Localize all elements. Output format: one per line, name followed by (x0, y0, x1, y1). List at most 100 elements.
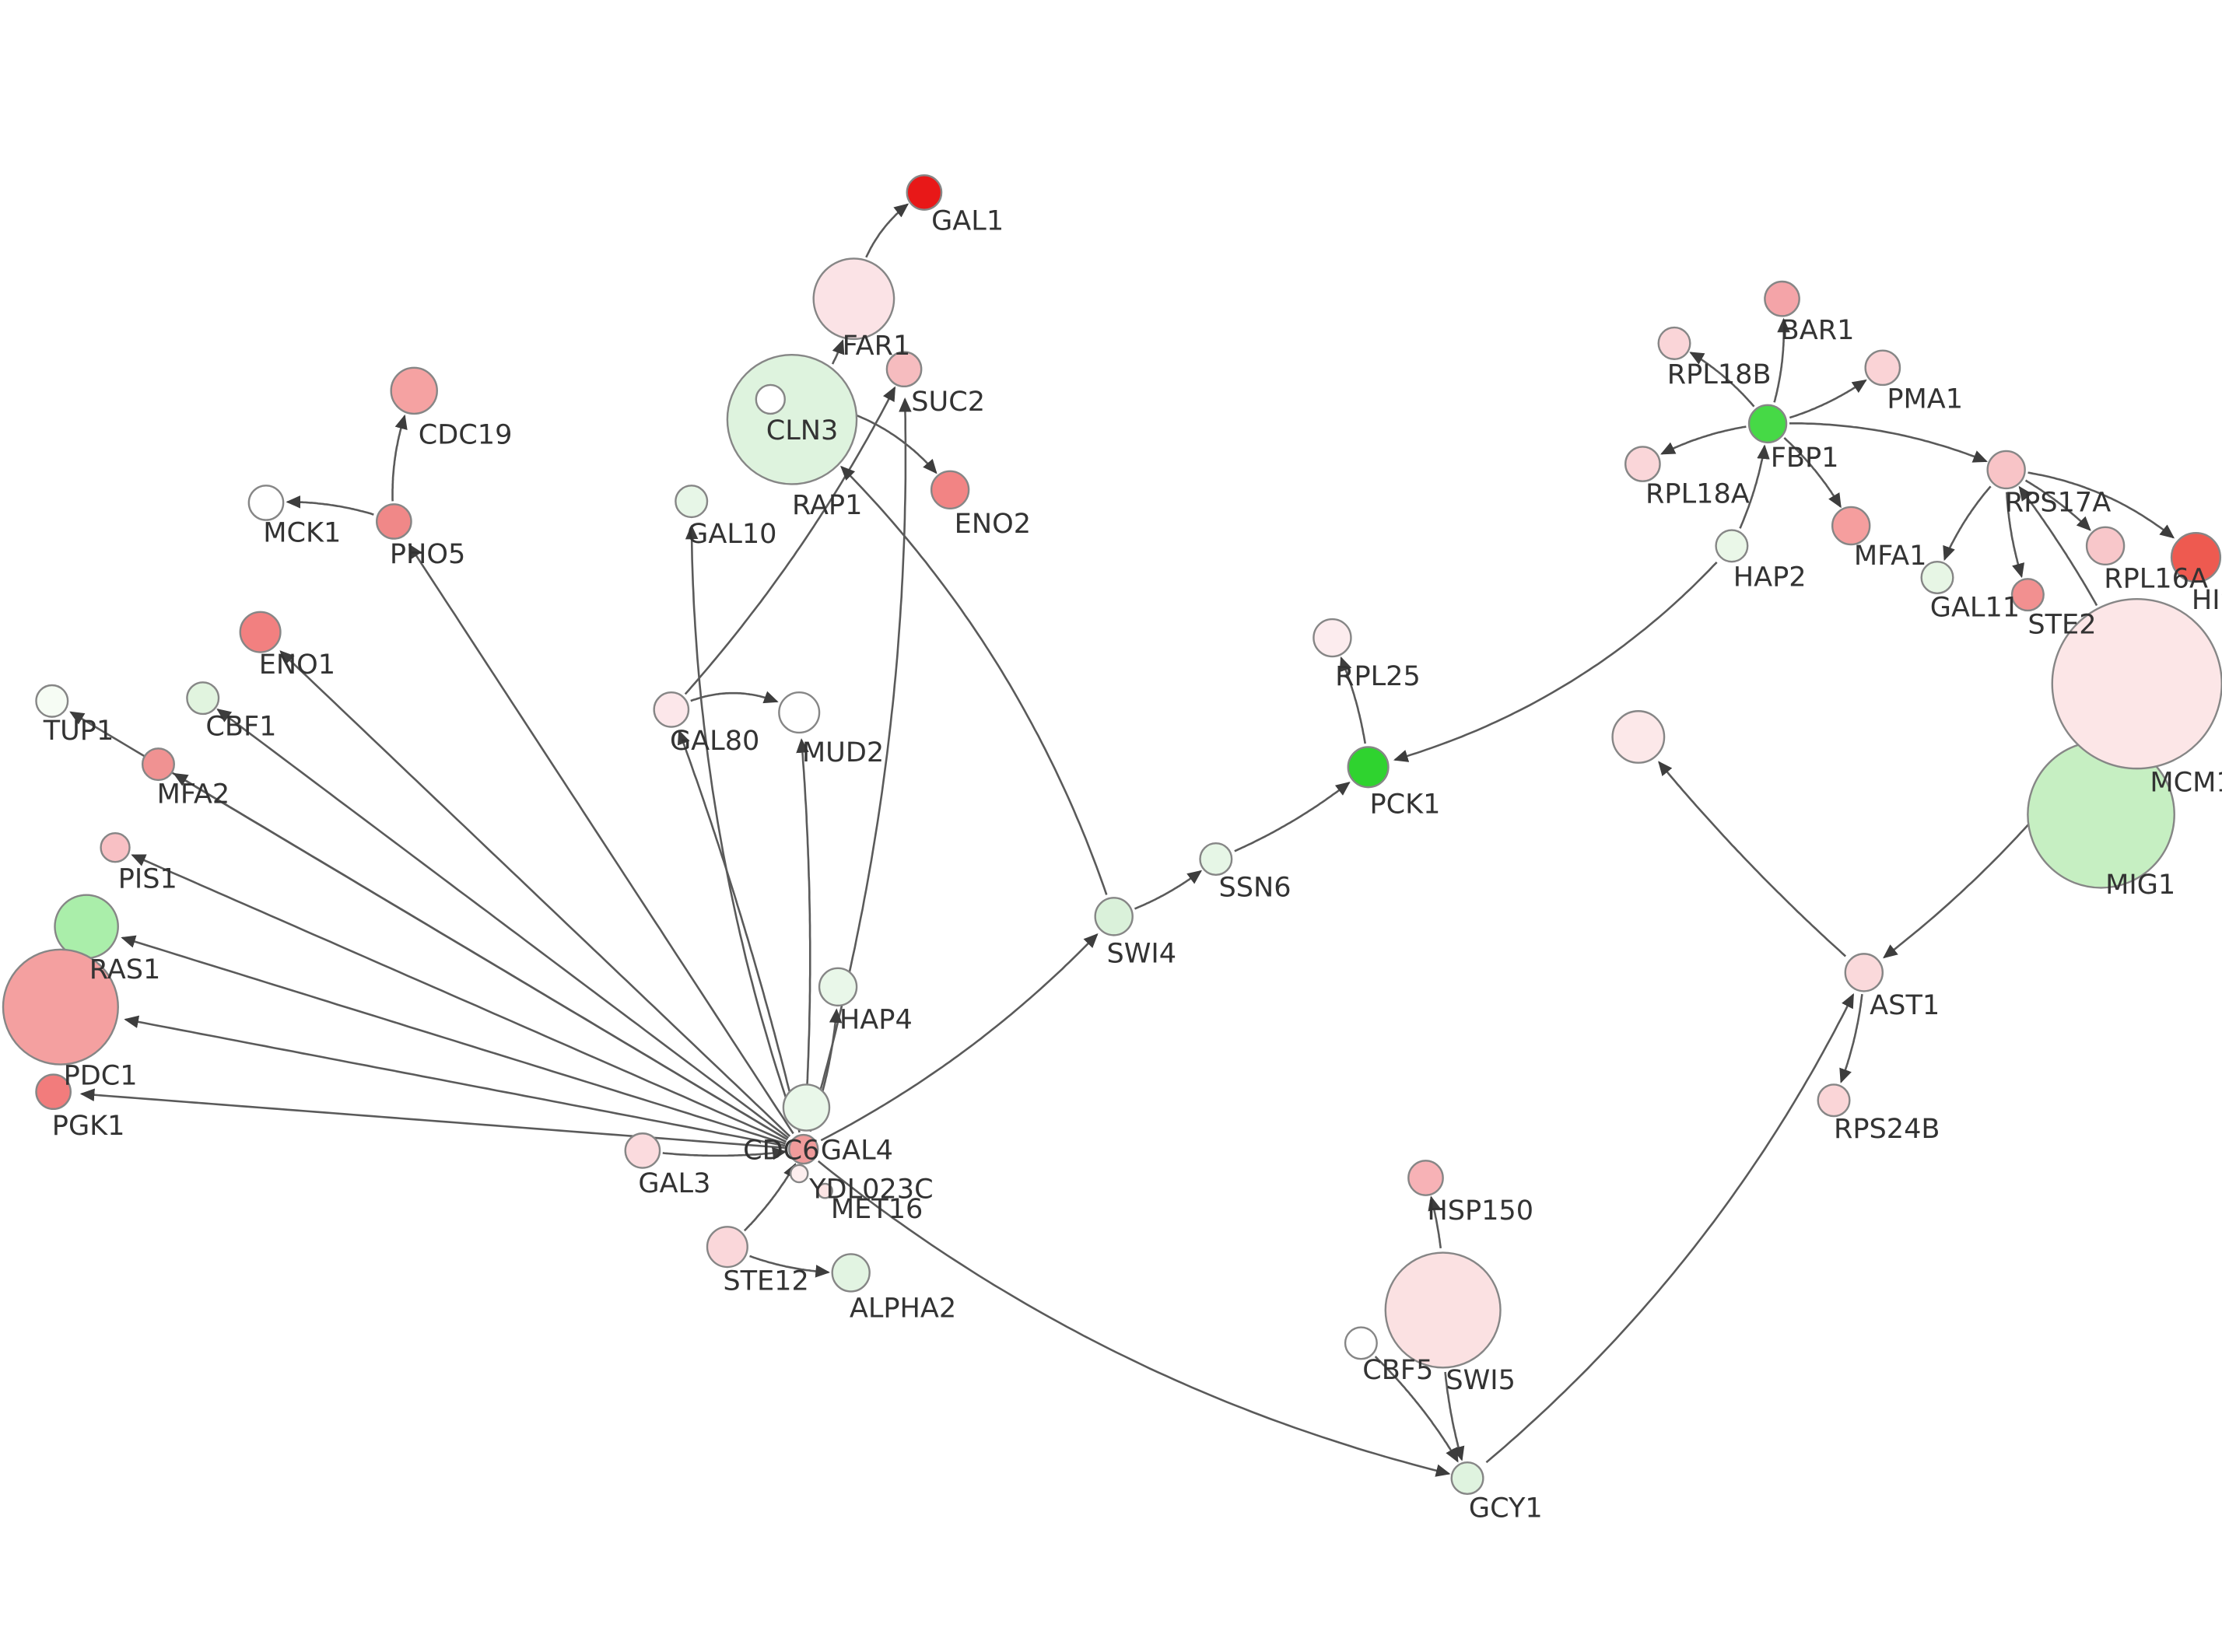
edge-GAL4-ENO1[interactable] (279, 650, 791, 1137)
edge-SWI5-HSP150[interactable] (1428, 1195, 1442, 1248)
edge-HAP2-FBP1[interactable] (1739, 444, 1770, 529)
node-PDC1[interactable] (2, 948, 119, 1066)
edge-GAL4-GAL10[interactable] (685, 524, 797, 1126)
edge-SWI4-SSN6[interactable] (1134, 870, 1203, 910)
node-HAP4[interactable] (818, 967, 858, 1007)
node-RPL18B[interactable] (1657, 326, 1691, 360)
edge-AST1-NODE1[interactable] (1658, 761, 1847, 957)
node-NODE1[interactable] (1611, 710, 1666, 764)
edge-PHO5-CDC19[interactable] (391, 414, 408, 502)
edge-FBP1-MFA1[interactable] (1783, 436, 1842, 509)
edge-GAL4-RAS1[interactable] (121, 935, 787, 1145)
edge-FAR1-GAL1[interactable] (865, 203, 909, 258)
edge-CLN3-FAR1[interactable] (831, 339, 845, 365)
edge-GAL80-MUD2[interactable] (690, 691, 779, 704)
node-RPL25[interactable] (1313, 618, 1352, 658)
node-FBP1[interactable] (1747, 404, 1788, 444)
edge-GAL3-GAL4[interactable] (662, 1146, 787, 1160)
node-ENO2[interactable] (930, 470, 970, 510)
edge-GAL4-GAL80[interactable] (677, 730, 801, 1133)
node-label-SWI5: SWI5 (1446, 1364, 1516, 1396)
node-AST1[interactable] (1844, 953, 1884, 992)
node-SUC2[interactable] (885, 351, 923, 388)
edge-PHO5-MCK1[interactable] (286, 495, 374, 516)
edge-GAL80-SUC2[interactable] (684, 386, 896, 695)
edge-FBP1-BAR1[interactable] (1773, 317, 1790, 403)
node-CLN3[interactable] (726, 353, 858, 485)
node-SSN6[interactable] (1199, 842, 1233, 876)
node-ALPHA2[interactable] (831, 1253, 871, 1293)
node-HIS4[interactable] (2170, 532, 2222, 583)
node-SWI5[interactable] (1384, 1251, 1502, 1369)
node-YDL023C[interactable] (789, 1164, 809, 1184)
edge-GAL4-PHO5[interactable] (408, 544, 794, 1135)
node-PHO5[interactable] (376, 503, 412, 540)
edge-AST1-RPS24B[interactable] (1839, 993, 1863, 1083)
node-MCK1[interactable] (247, 485, 285, 521)
edge-GCY1-AST1[interactable] (1485, 992, 1855, 1464)
edge-GAL4-PDC1[interactable] (124, 1015, 786, 1147)
node-CBF1[interactable] (186, 681, 220, 716)
edge-SWI5-GCY1[interactable] (1444, 1371, 1465, 1461)
node-GAL80[interactable] (653, 691, 690, 728)
node-SWI4[interactable] (1094, 897, 1134, 936)
node-RAS1[interactable] (54, 894, 119, 960)
node-GCY1[interactable] (1450, 1461, 1484, 1496)
edge-GAL4-CBF1[interactable] (216, 708, 790, 1139)
node-MFA2[interactable] (141, 747, 175, 782)
node-RPS17A[interactable] (1986, 450, 2026, 490)
edge-GAL4-MFA2[interactable] (173, 772, 788, 1141)
edge-FBP1-RPS17A[interactable] (1789, 422, 1988, 463)
node-ENO1[interactable] (239, 611, 282, 653)
edge-GAL4-PIS1[interactable] (131, 854, 787, 1143)
node-MET16[interactable] (817, 1182, 833, 1199)
edge-HAP2-PCK1[interactable] (1393, 561, 1718, 762)
edge-RPS17A-GAL11[interactable] (1943, 485, 1992, 562)
node-GAL1[interactable] (906, 174, 943, 211)
node-CDC6[interactable] (782, 1083, 831, 1132)
node-STE2[interactable] (2010, 578, 2045, 612)
node-FAR1[interactable] (812, 257, 895, 341)
node-TUP1[interactable] (35, 684, 69, 718)
edge-FBP1-RPL18B[interactable] (1689, 352, 1755, 408)
node-RPS24B[interactable] (1817, 1083, 1851, 1118)
node-MUD2[interactable] (778, 691, 821, 734)
edge-SWI4-CLN3[interactable] (840, 465, 1108, 895)
edge-SSN6-PCK1[interactable] (1234, 781, 1351, 852)
node-PCK1[interactable] (1347, 746, 1390, 789)
node-BAR1[interactable] (1764, 280, 1800, 317)
node-RAP1[interactable] (755, 383, 786, 415)
node-PGK1[interactable] (35, 1073, 72, 1111)
node-MFA1[interactable] (1831, 506, 1871, 546)
edge-FBP1-PMA1[interactable] (1789, 379, 1867, 419)
node-CBF5[interactable] (1344, 1326, 1378, 1360)
edge-GAL4-PGK1[interactable] (79, 1088, 785, 1150)
edge-PCK1-RPL25[interactable] (1339, 656, 1366, 744)
edge-RPS17A-RPL16A[interactable] (2024, 479, 2091, 531)
node-RPL18A[interactable] (1624, 446, 1661, 482)
node-CDC19[interactable] (390, 366, 438, 415)
edge-MCM1-RPS17A[interactable] (2018, 485, 2098, 607)
edge-GAL4-MUD2[interactable] (796, 738, 811, 1128)
node-label-MUD2: MUD2 (802, 737, 884, 768)
node-GAL3[interactable] (624, 1132, 661, 1169)
node-GAL11[interactable] (1920, 560, 1954, 594)
edge-GAL4-GCY1[interactable] (817, 1160, 1451, 1477)
node-PMA1[interactable] (1864, 349, 1901, 387)
node-label-SWI4: SWI4 (1106, 937, 1176, 969)
node-GAL4[interactable] (788, 1133, 819, 1165)
edge-RPS17A-HIS4[interactable] (2027, 471, 2175, 539)
edge-GAL4-SWI4[interactable] (820, 933, 1099, 1142)
node-RPL16A[interactable] (2085, 526, 2126, 566)
edge-STE12-ALPHA2[interactable] (749, 1255, 830, 1278)
node-STE12[interactable] (706, 1226, 748, 1269)
node-PIS1[interactable] (100, 832, 131, 863)
node-GAL10[interactable] (675, 485, 709, 519)
node-HSP150[interactable] (1407, 1160, 1444, 1196)
node-HAP2[interactable] (1715, 529, 1749, 563)
edge-FBP1-RPL18A[interactable] (1660, 425, 1747, 455)
edge-RPS17A-STE2[interactable] (2005, 492, 2025, 579)
edge-STE12-GAL4[interactable] (743, 1163, 797, 1232)
edge-CBF5-GCY1[interactable] (1374, 1356, 1459, 1463)
